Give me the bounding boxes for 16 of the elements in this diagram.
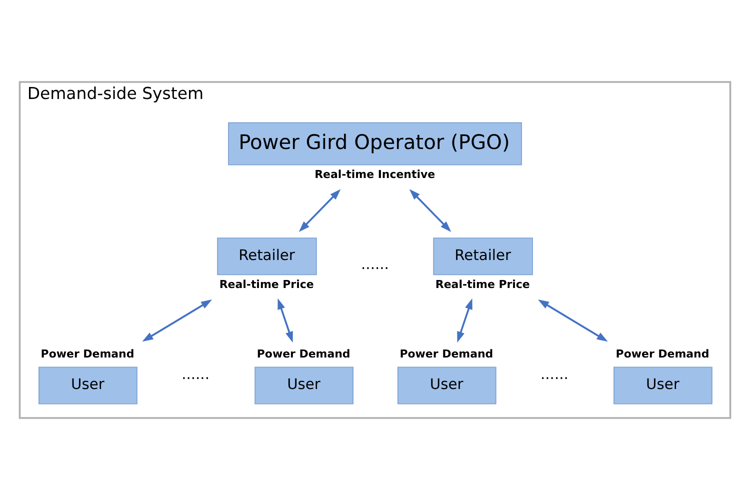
node-label: Power Demand (40, 347, 134, 360)
label: ...... (361, 256, 389, 273)
label: ...... (540, 365, 568, 382)
arrow (298, 188, 341, 232)
label: ...... (182, 365, 210, 382)
node-label: Real-time Price (435, 278, 530, 291)
arrow (278, 298, 293, 342)
node-label: Real-time Incentive (314, 168, 436, 181)
node-label: Power Demand (400, 347, 494, 360)
arrow (409, 188, 452, 232)
node-label: Real-time Price (219, 278, 314, 291)
node-label: Power Demand (616, 347, 710, 360)
arrow (538, 299, 608, 342)
arrow (457, 298, 472, 342)
arrow (142, 299, 212, 342)
node-label: Power Demand (256, 347, 350, 360)
